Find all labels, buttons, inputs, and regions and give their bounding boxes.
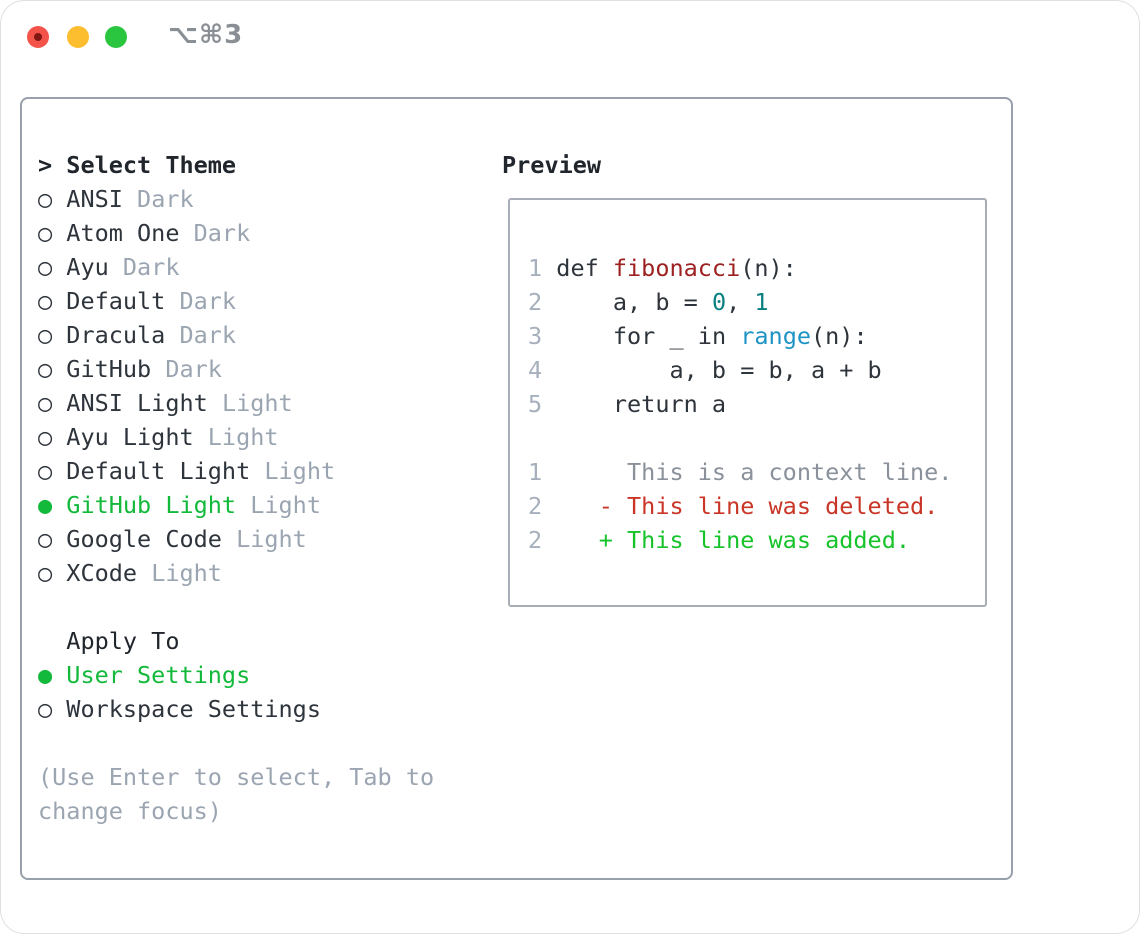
code-line: 4 a, b = b, a + b [528,356,882,384]
theme-option-github[interactable]: ○ GitHub Dark [38,355,222,383]
theme-option-ansi[interactable]: ○ ANSI Dark [38,185,194,213]
apply-to-header: Apply To [66,627,180,655]
hint-text: change focus) [38,797,222,825]
diff-context-line: 1 This is a context line. [528,458,953,486]
theme-option-atom-one[interactable]: ○ Atom One Dark [38,219,251,247]
theme-option-xcode[interactable]: ○ XCode Light [38,559,222,587]
preview-heading: Preview [502,151,602,179]
theme-option-ansi-light[interactable]: ○ ANSI Light Light [38,389,293,417]
theme-option-github-light[interactable]: ● GitHub Light Light [38,491,321,519]
theme-list: > Select Theme ○ ANSI Dark ○ Atom One Dark… [38,148,434,828]
spacer [38,590,434,624]
code-line: 5 return a [528,390,727,418]
code-line: 2 a, b = 0, 1 [528,288,769,316]
close-button-icon[interactable] [27,26,49,48]
theme-option-ayu-light[interactable]: ○ Ayu Light Light [38,423,279,451]
diff-added-line: 2 + This line was added. [528,526,911,554]
theme-option-dracula[interactable]: ○ Dracula Dark [38,321,237,349]
apply-option-user-settings[interactable]: ● User Settings [38,661,251,689]
theme-option-ayu[interactable]: ○ Ayu Dark [38,253,180,281]
apply-option-workspace-settings[interactable]: ○ Workspace Settings [38,695,321,723]
theme-option-google-code[interactable]: ○ Google Code Light [38,525,307,553]
minimize-button-icon[interactable] [67,26,89,48]
titlebar: ⌥⌘3 [0,0,1140,72]
theme-option-default[interactable]: ○ Default Dark [38,287,237,315]
theme-list-header: > Select Theme [38,151,237,179]
theme-option-default-light[interactable]: ○ Default Light Light [38,457,336,485]
window-title: ⌥⌘3 [168,20,244,50]
code-preview: 1 def fibonacci(n): 2 a, b = 0, 1 3 for _ … [528,251,952,557]
spacer [38,726,434,760]
preview-box: 1 def fibonacci(n): 2 a, b = 0, 1 3 for _ … [508,198,987,607]
hint-text: (Use Enter to select, Tab to [38,763,435,791]
code-line: 3 for _ in range(n): [528,322,868,350]
zoom-button-icon[interactable] [105,26,127,48]
code-line: 1 def fibonacci(n): [528,254,797,282]
spacer [528,421,952,455]
theme-settings-panel: > Select Theme ○ ANSI Dark ○ Atom One Dark… [20,97,1013,880]
diff-deleted-line: 2 - This line was deleted. [528,492,939,520]
